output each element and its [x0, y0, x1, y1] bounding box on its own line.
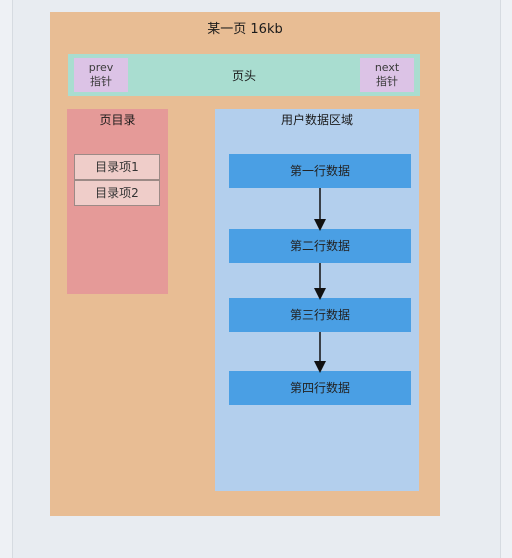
next-pointer-line1: next [374, 61, 400, 74]
prev-pointer: prev 指针 [74, 58, 128, 92]
data-row-4: 第四行数据 [229, 371, 411, 405]
next-pointer-line2: 指针 [376, 75, 398, 88]
directory-item-2: 目录项2 [74, 180, 160, 206]
right-margin-rule [500, 0, 512, 558]
user-data-area: 用户数据区域 第一行数据 第二行数据 第三行数据 第四行数据 [215, 109, 419, 491]
row-link-arrows [314, 188, 326, 373]
page-title: 某一页 16kb [207, 22, 283, 37]
page-header-label: 页头 [231, 69, 256, 83]
data-row-2: 第二行数据 [229, 229, 411, 263]
data-row-1: 第一行数据 [229, 154, 411, 188]
prev-pointer-line1: prev [88, 61, 114, 74]
left-margin-rule [0, 0, 13, 558]
page-directory-title: 页目录 [99, 113, 136, 127]
page-header: prev 指针 页头 next 指针 [68, 54, 420, 96]
data-row-3: 第三行数据 [229, 298, 411, 332]
user-data-title: 用户数据区域 [280, 113, 353, 127]
directory-item-1: 目录项1 [74, 154, 160, 180]
page-box: 某一页 16kb prev 指针 页头 next 指针 页目录 目录项1 目录项… [50, 12, 440, 516]
prev-pointer-line2: 指针 [90, 75, 112, 88]
page-directory: 页目录 目录项1 目录项2 [67, 109, 168, 294]
next-pointer: next 指针 [360, 58, 414, 92]
